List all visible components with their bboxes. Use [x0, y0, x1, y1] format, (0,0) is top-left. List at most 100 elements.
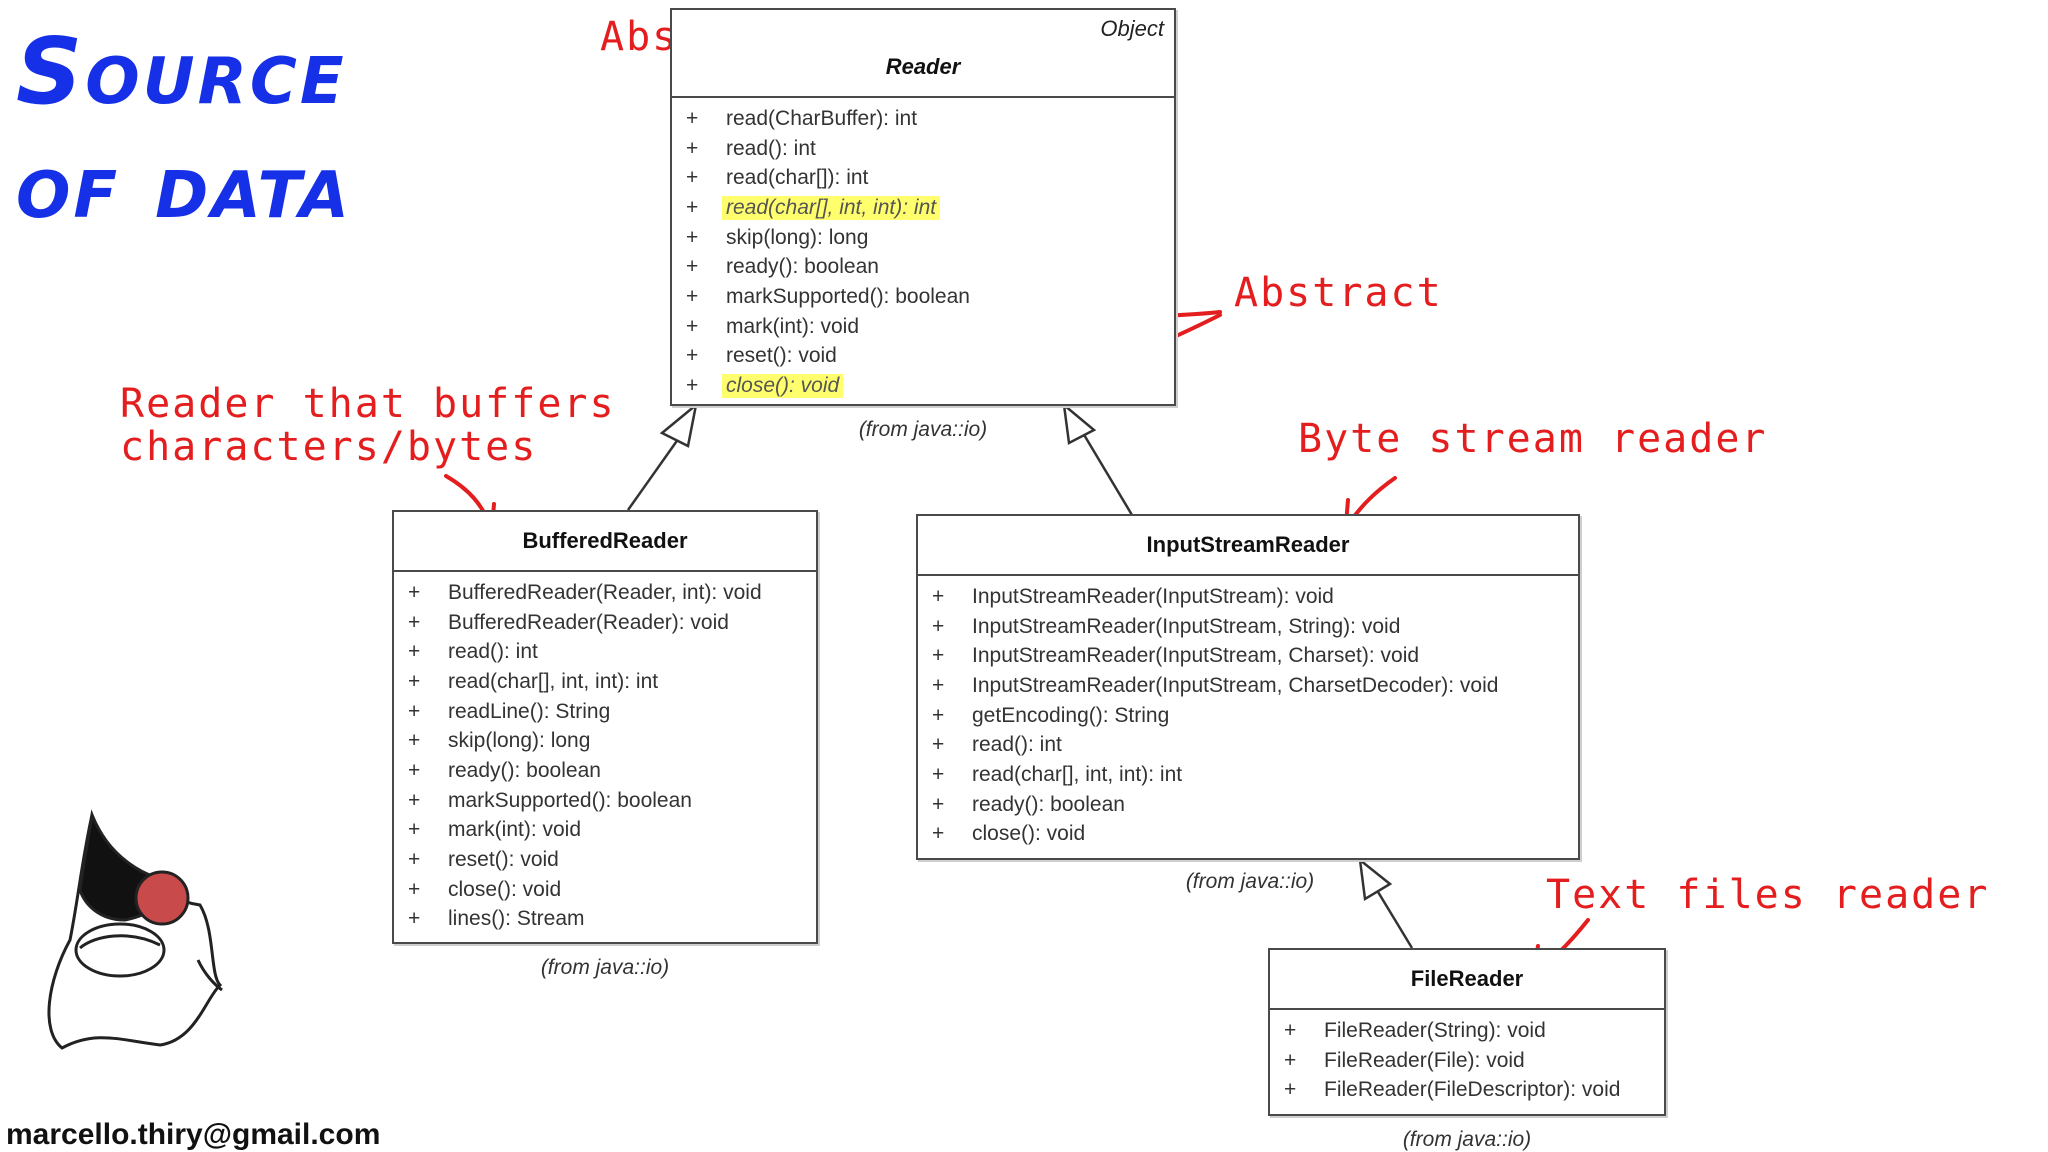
method-row: +mark(int): void — [394, 816, 816, 846]
class-filereader-methods: +FileReader(String): void +FileReader(Fi… — [1270, 1010, 1664, 1105]
method-row: +close(): void — [918, 820, 1578, 850]
method-row: +ready(): boolean — [394, 756, 816, 786]
class-reader-stereotype: Object — [1100, 16, 1164, 41]
method-signature: skip(long): long — [448, 729, 591, 753]
method-signature: reset(): void — [448, 848, 559, 872]
note-byte-stream: Byte stream reader — [1298, 416, 1768, 462]
method-row: +InputStreamReader(InputStream, Charset)… — [918, 641, 1578, 671]
method-signature: InputStreamReader(InputStream, Charset):… — [972, 644, 1420, 668]
bufferedreader-package-label: (from java::io) — [540, 956, 670, 979]
method-row: +reset(): void — [394, 845, 816, 875]
method-row: +FileReader(String): void — [1270, 1016, 1664, 1046]
method-signature: markSupported(): boolean — [448, 788, 692, 812]
method-signature: close(): void — [448, 877, 562, 901]
method-signature: FileReader(FileDescriptor): void — [1324, 1078, 1621, 1102]
method-signature: read(): int — [972, 733, 1062, 757]
method-row: +reset(): void — [672, 342, 1174, 372]
method-signature: close(): void — [972, 822, 1086, 846]
class-filereader-name: FileReader — [1410, 966, 1524, 991]
method-row: +read(char[]): int — [672, 163, 1174, 193]
method-row: +InputStreamReader(InputStream): void — [918, 582, 1578, 612]
method-signature-highlighted: read(char[], int, int): int — [722, 195, 941, 220]
method-signature: read(char[], int, int): int — [448, 669, 659, 693]
method-signature: read(): int — [726, 136, 816, 160]
method-row: +mark(int): void — [672, 312, 1174, 342]
buffered-to-reader-line — [626, 427, 688, 511]
method-signature: FileReader(String): void — [1324, 1018, 1546, 1042]
class-reader-methods: +read(CharBuffer): int +read(): int +rea… — [672, 98, 1174, 401]
method-row: +read(): int — [918, 730, 1578, 760]
author-email: marcello.thiry@gmail.com — [6, 1118, 381, 1151]
method-row: +read(char[], int, int): int — [394, 667, 816, 697]
method-signature: skip(long): long — [726, 225, 869, 249]
method-signature: BufferedReader(Reader): void — [448, 610, 729, 634]
method-signature: BufferedReader(Reader, int): void — [448, 580, 762, 604]
method-signature: mark(int): void — [726, 314, 860, 338]
method-row: +read(): int — [672, 134, 1174, 164]
class-inputstreamreader: InputStreamReader +InputStreamReader(Inp… — [916, 514, 1580, 860]
method-signature: read(CharBuffer): int — [726, 106, 918, 130]
class-filereader: FileReader +FileReader(String): void +Fi… — [1268, 948, 1666, 1116]
method-signature: mark(int): void — [448, 818, 582, 842]
class-bufferedreader-name: BufferedReader — [522, 528, 688, 553]
method-signature-highlighted: close(): void — [722, 374, 844, 399]
duke-mascot — [47, 809, 223, 1050]
file-to-isr-line — [1370, 881, 1414, 949]
method-row: +readLine(): String — [394, 697, 816, 727]
isr-to-reader-line — [1078, 427, 1134, 516]
method-row: +ready(): boolean — [918, 790, 1578, 820]
title-of-data: of data — [16, 132, 352, 239]
method-signature: reset(): void — [726, 344, 837, 368]
method-row: +read(): int — [394, 637, 816, 667]
note-abstract-right: Abstract — [1234, 270, 1443, 316]
method-row: +read(char[], int, int): int — [918, 760, 1578, 790]
method-row: +InputStreamReader(InputStream, CharsetD… — [918, 671, 1578, 701]
method-signature: InputStreamReader(InputStream): void — [972, 584, 1334, 608]
class-inputstreamreader-name: InputStreamReader — [1146, 532, 1350, 557]
method-row-abstract: +read(char[], int, int): int — [672, 193, 1174, 223]
title-source: Source — [16, 18, 347, 125]
method-signature: read(char[], int, int): int — [972, 762, 1183, 786]
note-text-files: Text files reader — [1546, 872, 1990, 918]
file-inherit-arrowhead — [1358, 857, 1393, 902]
filereader-package-label: (from java::io) — [1402, 1128, 1532, 1151]
method-row: +close(): void — [394, 875, 816, 905]
class-filereader-header: FileReader — [1270, 950, 1664, 1010]
buffered-inherit-arrowhead — [659, 401, 698, 448]
class-reader-header: Object Reader — [672, 10, 1174, 98]
class-reader-name: Reader — [885, 54, 961, 79]
class-inputstreamreader-header: InputStreamReader — [918, 516, 1578, 576]
note-buffers-line2: characters/bytes — [120, 424, 538, 470]
method-row: +lines(): Stream — [394, 905, 816, 935]
method-row: +skip(long): long — [672, 223, 1174, 253]
method-row: +InputStreamReader(InputStream, String):… — [918, 612, 1578, 642]
note-buffers-line1: Reader that buffers — [120, 381, 616, 427]
isr-inherit-arrowhead — [1062, 401, 1097, 445]
method-signature: readLine(): String — [448, 699, 611, 723]
method-row: +skip(long): long — [394, 726, 816, 756]
method-signature: read(char[]): int — [726, 166, 869, 190]
method-signature: ready(): boolean — [448, 758, 601, 782]
class-inputstreamreader-methods: +InputStreamReader(InputStream): void +I… — [918, 576, 1578, 849]
method-row: +read(CharBuffer): int — [672, 104, 1174, 134]
method-row: +ready(): boolean — [672, 252, 1174, 282]
class-bufferedreader-header: BufferedReader — [394, 512, 816, 572]
method-signature: read(): int — [448, 640, 538, 664]
inputstreamreader-package-label: (from java::io) — [1185, 870, 1315, 893]
method-row: +FileReader(File): void — [1270, 1046, 1664, 1076]
method-row: +FileReader(FileDescriptor): void — [1270, 1075, 1664, 1105]
method-signature: markSupported(): boolean — [726, 284, 970, 308]
class-bufferedreader: BufferedReader +BufferedReader(Reader, i… — [392, 510, 818, 944]
method-row: +BufferedReader(Reader, int): void — [394, 578, 816, 608]
reader-package-label: (from java::io) — [858, 418, 988, 441]
method-signature: InputStreamReader(InputStream, CharsetDe… — [972, 673, 1499, 697]
method-signature: ready(): boolean — [726, 255, 879, 279]
method-signature: lines(): Stream — [448, 907, 585, 931]
class-bufferedreader-methods: +BufferedReader(Reader, int): void +Buff… — [394, 572, 816, 934]
method-signature: InputStreamReader(InputStream, String): … — [972, 614, 1401, 638]
class-reader: Object Reader +read(CharBuffer): int +re… — [670, 8, 1176, 406]
method-row: +BufferedReader(Reader): void — [394, 608, 816, 638]
method-signature: getEncoding(): String — [972, 703, 1170, 727]
method-row: +markSupported(): boolean — [672, 282, 1174, 312]
method-row: +markSupported(): boolean — [394, 786, 816, 816]
